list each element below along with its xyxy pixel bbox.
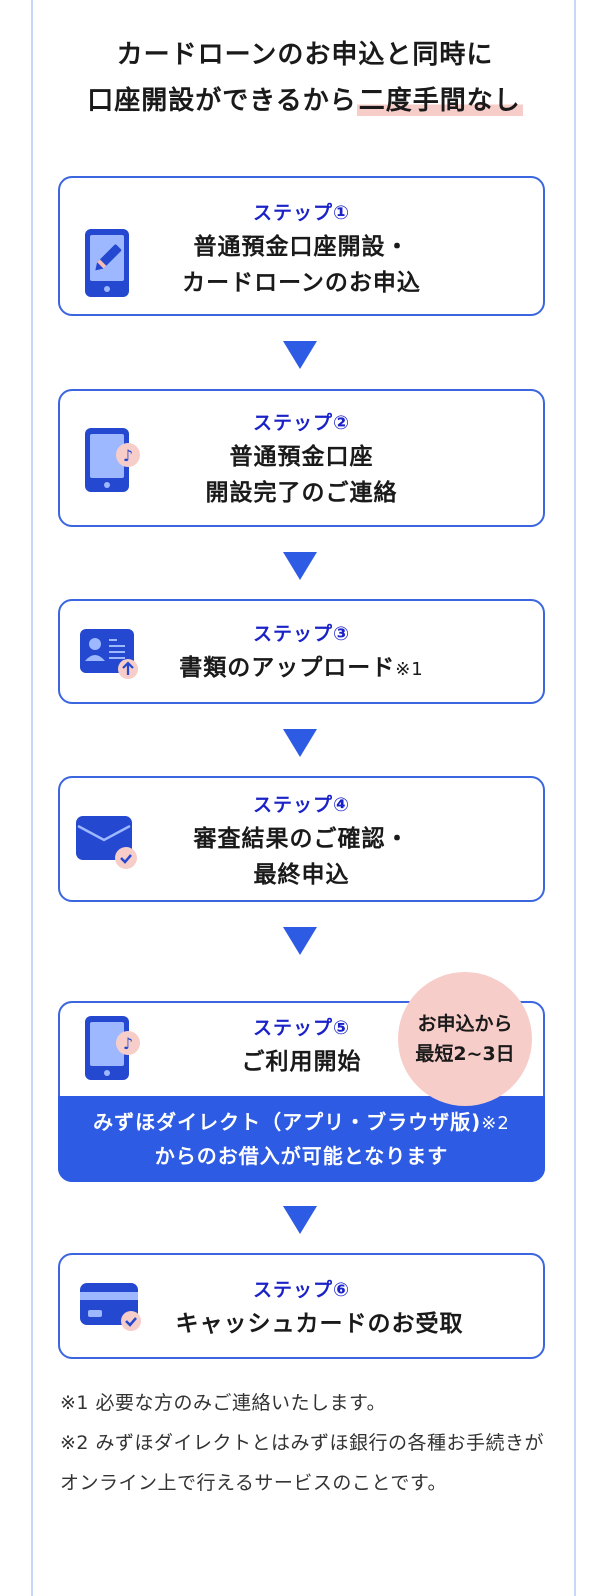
step-title: 審査結果のご確認・ xyxy=(193,826,410,852)
step-title: 最終申込 xyxy=(253,862,350,888)
id-card-upload-icon xyxy=(80,629,138,679)
svg-text:♪: ♪ xyxy=(123,1034,133,1053)
down-arrow-icon xyxy=(283,729,317,757)
step-1: ステップ① 普通預金口座開設・ カードローンのお申込 xyxy=(58,176,545,316)
lead-time-badge: お申込から 最短2~3日 xyxy=(398,972,532,1106)
step-label: ステップ② xyxy=(252,412,351,434)
step-4: ステップ④ 審査結果のご確認・ 最終申込 xyxy=(58,776,545,902)
step-title: 普通預金口座開設・ xyxy=(193,234,410,260)
step-3: ステップ③ 書類のアップロード※1 xyxy=(58,599,545,704)
footnote-1: ※1 必要な方のみご連絡いたします。 xyxy=(60,1392,387,1414)
footnote-ref: ※2 xyxy=(481,1113,510,1134)
card-check-icon xyxy=(80,1283,141,1331)
smartphone-pen-icon xyxy=(85,229,129,297)
step-title: 書類のアップロード※1 xyxy=(179,655,424,681)
envelope-check-icon xyxy=(76,816,137,869)
step-title: 普通預金口座 xyxy=(229,444,374,470)
smartphone-notification-icon: ♪ xyxy=(85,1016,140,1080)
step-label: ステップ④ xyxy=(252,794,351,816)
headline: カードローンのお申込と同時に 口座開設ができるから二度手間なし xyxy=(0,32,610,124)
headline-line-2: 口座開設ができるから二度手間なし xyxy=(87,86,523,116)
footnotes: ※1 必要な方のみご連絡いたします。 ※2 みずほダイレクトとはみずほ銀行の各種… xyxy=(60,1383,560,1503)
step-label: ステップ③ xyxy=(252,623,351,645)
availability-band: みずほダイレクト（アプリ・ブラウザ版)※2 からのお借入が可能となります xyxy=(58,1096,545,1182)
svg-text:♪: ♪ xyxy=(123,446,133,465)
step-label: ステップ⑥ xyxy=(252,1279,351,1301)
step-2: ♪ ステップ② 普通預金口座 開設完了のご連絡 xyxy=(58,389,545,527)
footnote-2: ※2 みずほダイレクトとはみずほ銀行の各種お手続きがオンライン上で行えるサービス… xyxy=(60,1432,545,1494)
down-arrow-icon xyxy=(283,341,317,369)
headline-highlight: 二度手間なし xyxy=(356,86,523,116)
content-frame xyxy=(31,0,576,1596)
down-arrow-icon xyxy=(283,552,317,580)
step-title: キャッシュカードのお受取 xyxy=(175,1311,464,1337)
headline-line-1: カードローンのお申込と同時に xyxy=(116,40,494,70)
footnote-ref: ※1 xyxy=(395,659,424,680)
step-title: カードローンのお申込 xyxy=(182,270,421,296)
down-arrow-icon xyxy=(283,1206,317,1234)
down-arrow-icon xyxy=(283,927,317,955)
step-label: ステップ⑤ xyxy=(252,1017,351,1039)
smartphone-notification-icon: ♪ xyxy=(85,428,140,492)
step-title: ご利用開始 xyxy=(241,1049,362,1075)
step-6: ステップ⑥ キャッシュカードのお受取 xyxy=(58,1253,545,1359)
step-label: ステップ① xyxy=(252,202,351,224)
step-title: 開設完了のご連絡 xyxy=(205,480,398,506)
